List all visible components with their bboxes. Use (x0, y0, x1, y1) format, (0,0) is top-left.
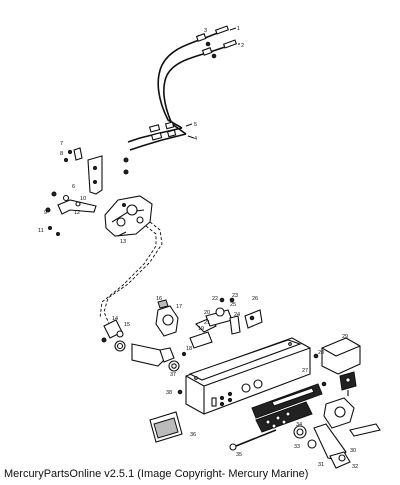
callout-26: 26 (252, 296, 258, 302)
housing-panel-holes (211, 379, 263, 407)
callout-3: 3 (204, 28, 207, 34)
callout-9: 9 (44, 210, 47, 216)
callout-13: 13 (120, 239, 126, 245)
callout-18: 18 (186, 346, 192, 352)
callout-35: 35 (236, 452, 242, 458)
callout-14: 14 (112, 316, 118, 322)
callout-12: 12 (74, 210, 80, 216)
handle-assembly (293, 397, 381, 469)
callout-6: 6 (72, 184, 75, 190)
handle-pad (149, 411, 183, 443)
callout-28: 28 (318, 350, 324, 356)
switch-parts (101, 297, 263, 395)
callout-32: 32 (352, 464, 358, 470)
callout-22: 22 (212, 296, 218, 302)
callout-10: 10 (80, 196, 86, 202)
callout-16: 16 (156, 296, 162, 302)
callout-labels: 1 2 3 4 5 6 7 8 9 10 11 12 13 14 15 16 1… (38, 26, 358, 470)
callout-20: 20 (204, 310, 210, 316)
trim-switch-parts (313, 337, 361, 396)
callout-33: 33 (294, 444, 300, 450)
callout-37: 37 (170, 372, 176, 378)
callout-19: 19 (198, 326, 204, 332)
callout-2: 2 (241, 43, 244, 49)
control-cables (123, 25, 238, 175)
callout-1: 1 (237, 26, 240, 32)
callout-27: 27 (302, 368, 308, 374)
mounting-screw (229, 429, 277, 451)
wiring-harness (103, 221, 163, 327)
callout-29: 29 (342, 334, 348, 340)
throttle-lever (45, 191, 97, 236)
callout-24: 24 (234, 312, 240, 318)
copyright-caption: MercuryPartsOnline v2.5.1 (Image Copyrig… (4, 468, 309, 480)
callout-4: 4 (194, 136, 197, 142)
shift-bracket (63, 147, 103, 195)
callout-17: 17 (176, 304, 182, 310)
callout-25: 25 (230, 302, 236, 308)
callout-31: 31 (318, 462, 324, 468)
callout-8: 8 (60, 151, 63, 157)
decal-nameplate (251, 383, 323, 433)
callout-34: 34 (296, 422, 302, 428)
callout-11: 11 (38, 228, 44, 234)
callout-30: 30 (350, 448, 356, 454)
control-mechanism (104, 195, 153, 237)
callout-5: 5 (194, 122, 197, 128)
callout-36: 36 (190, 432, 196, 438)
callout-7: 7 (60, 141, 63, 147)
callout-23: 23 (232, 293, 238, 299)
callout-21: 21 (204, 320, 210, 326)
callout-38: 38 (166, 390, 172, 396)
callout-15: 15 (124, 322, 130, 328)
remote-control-housing (185, 337, 311, 415)
exploded-parts-diagram: 1 2 3 4 5 6 7 8 9 10 11 12 13 14 15 16 1… (38, 25, 381, 470)
